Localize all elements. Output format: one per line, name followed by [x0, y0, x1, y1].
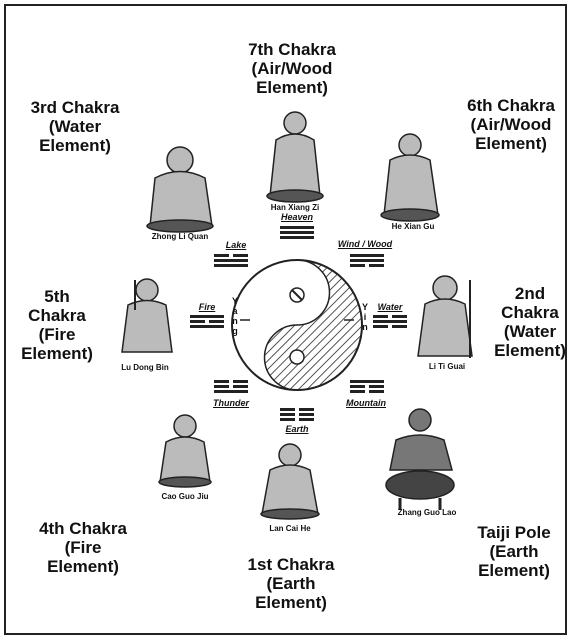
- li-ti-guai-figure: [418, 276, 472, 358]
- lan-cai-he-figure: [261, 444, 319, 519]
- trigram-lake: [214, 254, 248, 267]
- trigram-earth: [280, 408, 314, 421]
- caption-he-xian-gu: He Xian Gu: [392, 222, 435, 231]
- trigram-label-thunder: Thunder: [213, 398, 249, 408]
- caption-li-ti-guai: Li Ti Guai: [429, 362, 465, 371]
- trigram-label-heaven: Heaven: [281, 212, 313, 222]
- caption-lu-dong-bin: Lu Dong Bin: [121, 363, 169, 372]
- trigram-label-earth: Earth: [285, 424, 308, 434]
- caption-zhong-li-quan: Zhong Li Quan: [152, 232, 208, 241]
- trigram-water: [373, 315, 407, 328]
- he-xian-gu-figure: [381, 134, 439, 221]
- trigram-wind-wood: [350, 254, 384, 267]
- trigram-heaven: [280, 226, 314, 239]
- trigram-mountain: [350, 380, 384, 393]
- caption-lan-cai-he: Lan Cai He: [269, 524, 310, 533]
- trigram-label-fire: Fire: [199, 302, 216, 312]
- trigram-fire: [190, 315, 224, 328]
- trigram-thunder: [214, 380, 248, 393]
- yin-yang-symbol: [232, 260, 362, 390]
- zhang-guo-lao-figure: [386, 409, 454, 510]
- han-xiang-zi-figure: [267, 112, 323, 202]
- trigram-label-wind-wood: Wind / Wood: [338, 239, 392, 249]
- zhong-li-quan-figure: [147, 147, 213, 232]
- caption-han-xiang-zi: Han Xiang Zi: [271, 203, 319, 212]
- trigram-label-lake: Lake: [226, 240, 247, 250]
- caption-cao-guo-jiu: Cao Guo Jiu: [161, 492, 208, 501]
- trigram-label-mountain: Mountain: [346, 398, 386, 408]
- lu-dong-bin-figure: [122, 279, 172, 352]
- trigram-label-water: Water: [378, 302, 403, 312]
- caption-zhang-guo-lao: Zhang Guo Lao: [398, 508, 457, 517]
- cao-guo-jiu-figure: [159, 415, 211, 487]
